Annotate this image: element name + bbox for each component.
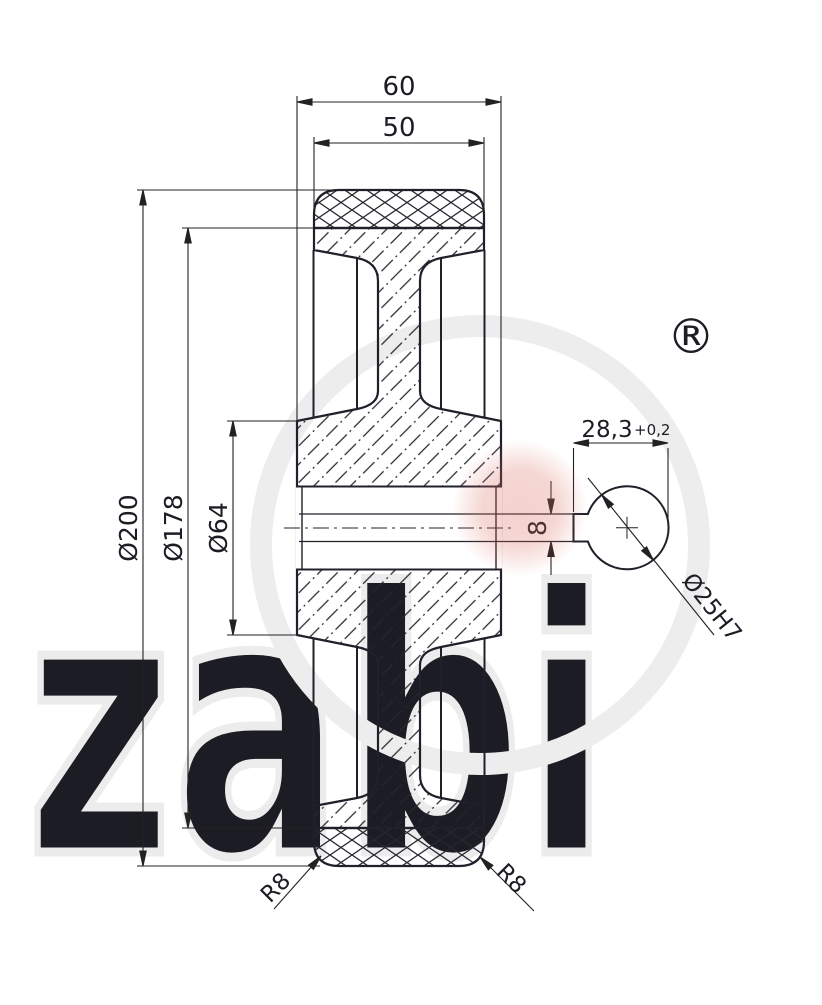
label-intermediate-diameter: Ø178 — [159, 494, 188, 561]
watermark-red-dot — [452, 440, 588, 576]
label-keyway-height-tolerance: +0,2 — [634, 421, 670, 439]
registered-trademark-icon: ® — [667, 309, 715, 365]
label-keyway-height: 28,3 — [581, 417, 632, 443]
label-overall-width: 60 — [382, 72, 415, 102]
dim-bore-diameter — [587, 477, 715, 636]
leader-fillet-right — [477, 854, 535, 912]
bore-detail-view — [572, 477, 715, 636]
detail-center-mark — [616, 516, 638, 539]
rim-hub-silhouette-edges — [312, 250, 486, 806]
label-hub-diameter: Ø64 — [204, 502, 233, 554]
main-section-view — [284, 188, 574, 868]
tread-bottom-section — [312, 826, 486, 868]
dim-tread-width — [313, 137, 485, 218]
dimensions — [137, 96, 669, 912]
dim-intermediate-diameter — [182, 227, 313, 829]
leader-fillet-left — [273, 853, 324, 910]
label-tread-width: 50 — [382, 113, 415, 143]
dim-overall-width — [296, 96, 502, 421]
dim-outer-diameter — [137, 189, 345, 867]
watermark-ring — [250, 315, 710, 775]
tread-top-section — [312, 188, 486, 230]
label-outer-diameter: Ø200 — [114, 494, 143, 561]
dim-hub-diameter — [227, 420, 296, 636]
